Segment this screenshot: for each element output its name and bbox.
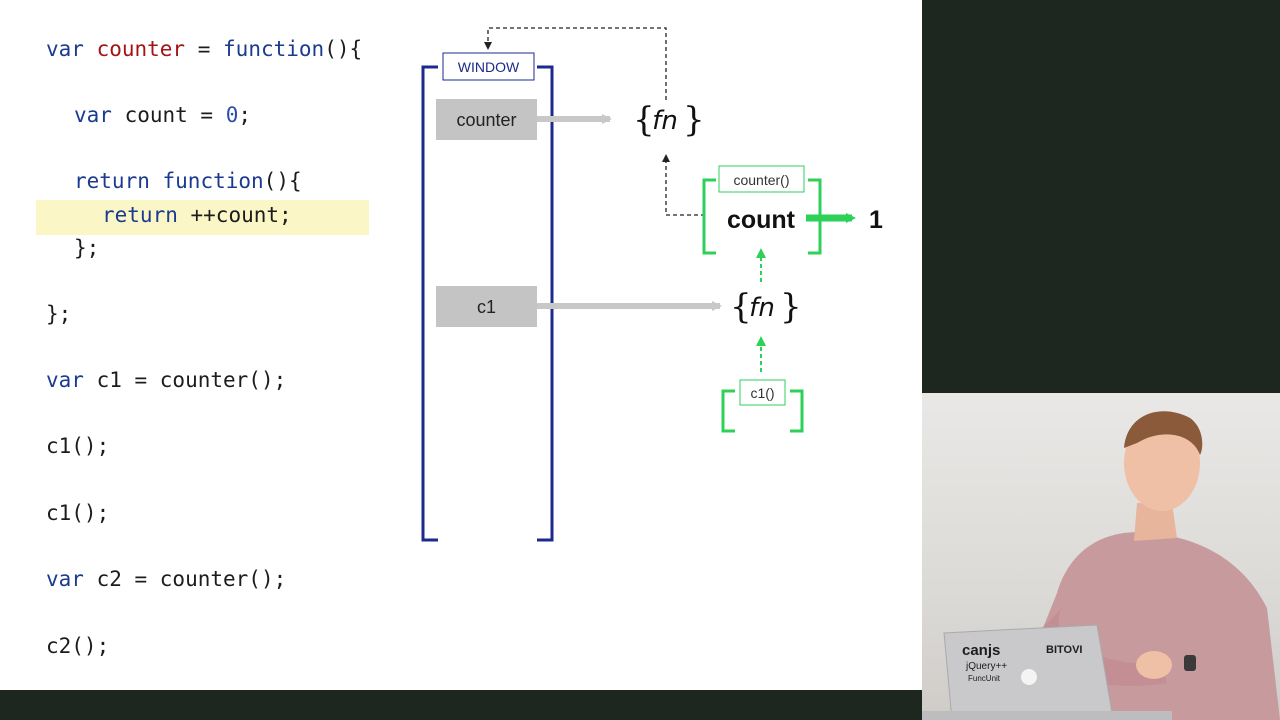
code-token: }; [74, 236, 100, 260]
code-token: return [102, 203, 191, 227]
code-token: }; [46, 302, 72, 326]
scope-link-arrow-mid [662, 154, 705, 216]
code-line: var count = 0; [74, 101, 251, 129]
code-token: count = [124, 103, 226, 127]
code-line: }; [74, 234, 99, 262]
code-token: var [46, 567, 97, 591]
code-token: c1 = counter(); [96, 368, 287, 392]
svg-text:{: { [730, 287, 752, 327]
laptop-sticker-canjs: canjs [962, 642, 1000, 659]
code-token: ; [238, 103, 252, 127]
counter-var-label: counter [456, 110, 516, 130]
code-token: var [46, 37, 97, 61]
counter-var-box [436, 99, 537, 140]
code-line: return ++count; [102, 201, 292, 229]
laptop-sticker-jquery: jQuery++ [965, 661, 1007, 672]
counter-call-scope: counter() count [702, 165, 822, 255]
video-background-bottom [0, 690, 922, 720]
scope-link-arrow-top [484, 27, 667, 100]
code-token: counter [96, 37, 186, 61]
code-token: c1(); [46, 434, 110, 458]
svg-text:}: } [780, 287, 802, 327]
code-token: (){ [263, 169, 302, 193]
count-var-label: count [727, 206, 796, 234]
code-line: c2(); [46, 632, 109, 660]
svg-text:{: { [633, 100, 655, 140]
video-background-top [922, 0, 1280, 393]
c1-var-box [436, 286, 537, 327]
code-token: (){ [324, 37, 363, 61]
code-token: var [46, 368, 97, 392]
code-token: function [162, 169, 264, 193]
code-token: function [223, 37, 325, 61]
counter-call-label: counter() [733, 172, 789, 188]
code-token: 0 [225, 103, 239, 127]
window-label: WINDOW [458, 59, 520, 75]
presenter-video: canjs jQuery++ FuncUnit BITOVI [922, 393, 1280, 720]
code-token: var [74, 103, 125, 127]
fn-label-top: fn [652, 106, 678, 136]
laptop-sticker-bitovi: BITOVI [1046, 644, 1082, 656]
fn-object-top: { fn } [633, 100, 705, 140]
code-highlight [36, 200, 369, 235]
code-token: c2(); [46, 634, 110, 658]
closure-diagram: WINDOW counter { fn } counter() count 1 … [421, 27, 883, 542]
c1-call-scope: c1() [721, 379, 804, 433]
code-line: var c1 = counter(); [46, 366, 286, 394]
laptop-sticker-funcunit: FuncUnit [968, 674, 1001, 683]
code-token: c2 = counter(); [96, 567, 287, 591]
code-token: return [74, 169, 163, 193]
code-line: return function(){ [74, 167, 302, 195]
count-value: 1 [869, 206, 883, 234]
apple-logo-icon [1021, 669, 1037, 685]
fn-object-mid: { fn } [730, 287, 802, 327]
code-panel: var counter = function(){var count = 0;r… [0, 0, 420, 690]
code-token: = [185, 37, 224, 61]
code-token: c1(); [46, 501, 110, 525]
code-line: var counter = function(){ [46, 35, 362, 63]
svg-text:}: } [683, 100, 705, 140]
code-line: var c2 = counter(); [46, 565, 286, 593]
code-line: c1(); [46, 432, 109, 460]
c1-var-label: c1 [477, 297, 496, 317]
code-line: c1(); [46, 499, 109, 527]
window-scope: WINDOW [421, 52, 554, 542]
code-token: ++count; [190, 203, 292, 227]
slide: var counter = function(){var count = 0;r… [0, 0, 922, 690]
code-line: }; [46, 300, 71, 328]
presenter-illustration: canjs jQuery++ FuncUnit BITOVI [922, 411, 1280, 720]
fn-label-mid: fn [749, 293, 775, 323]
c1-call-label: c1() [750, 385, 774, 401]
